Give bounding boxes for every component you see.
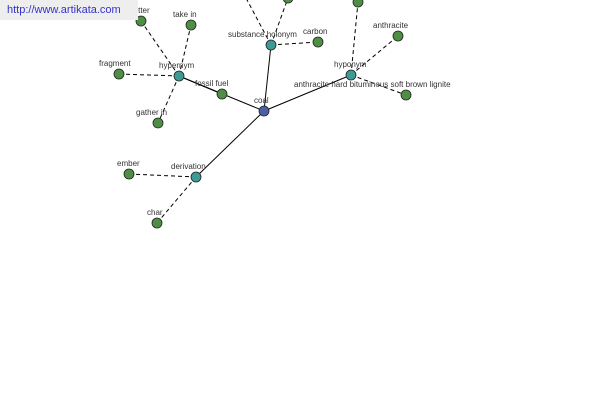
labels-layer: coal hypernym substance holonym hyponym deri… xyxy=(99,6,451,217)
node-hyponym[interactable] xyxy=(345,69,357,81)
label-carbon[interactable]: carbon xyxy=(303,27,327,36)
edge-coal-hyponym xyxy=(263,74,352,112)
site-url-banner[interactable]: http://www.artikata.com xyxy=(0,0,138,20)
label-gather-in[interactable]: gather in xyxy=(136,108,167,117)
edges-layer xyxy=(118,0,407,224)
node-char[interactable] xyxy=(151,217,163,229)
node-anthracite-group[interactable] xyxy=(400,89,412,101)
edge-coal-derivation xyxy=(195,110,265,178)
node-take-in[interactable] xyxy=(185,19,197,31)
node-derivation[interactable] xyxy=(190,171,202,183)
label-hypernym[interactable]: hypernym xyxy=(159,61,194,70)
edge-derivation-char xyxy=(156,176,197,224)
edge-coal-substance-holonym xyxy=(263,44,272,112)
node-coal[interactable] xyxy=(258,105,270,117)
edge-substance-holonym-top-node-1 xyxy=(270,0,288,46)
node-carbon[interactable] xyxy=(312,36,324,48)
nodes-layer xyxy=(113,0,412,229)
label-matter[interactable]: matter xyxy=(127,6,150,15)
node-ember[interactable] xyxy=(123,168,135,180)
node-substance-holonym[interactable] xyxy=(265,39,277,51)
edge-hypernym-gather-in xyxy=(157,75,180,124)
node-fragment[interactable] xyxy=(113,68,125,80)
label-anthracite-group[interactable]: anthracite hard bituminous soft brown li… xyxy=(294,80,451,89)
label-derivation[interactable]: derivation xyxy=(171,162,206,171)
edge-substance-holonym-carbon xyxy=(270,41,319,46)
edge-derivation-ember xyxy=(128,173,197,178)
node-fossil-fuel[interactable] xyxy=(216,88,228,100)
edge-hyponym-top-node-2 xyxy=(350,1,359,76)
label-char[interactable]: char xyxy=(147,208,163,217)
label-anthracite[interactable]: anthracite xyxy=(373,21,409,30)
edge-offscreen-0 xyxy=(246,0,272,46)
edge-hypernym-take-in xyxy=(178,24,192,77)
label-fragment[interactable]: fragment xyxy=(99,59,131,68)
label-take-in[interactable]: take in xyxy=(173,10,197,19)
node-top-node-1[interactable] xyxy=(282,0,294,4)
label-hyponym[interactable]: hyponym xyxy=(334,60,367,69)
edge-hypernym-fragment xyxy=(118,73,180,77)
node-hypernym[interactable] xyxy=(173,70,185,82)
label-substance-holonym[interactable]: substance holonym xyxy=(228,30,297,39)
edge-hypernym-fossil-fuel xyxy=(178,75,223,95)
edge-hyponym-anthracite-group xyxy=(350,74,407,96)
node-matter[interactable] xyxy=(135,15,147,27)
node-gather-in[interactable] xyxy=(152,117,164,129)
label-fossil-fuel[interactable]: fossil fuel xyxy=(195,79,229,88)
label-ember[interactable]: ember xyxy=(117,159,140,168)
node-top-node-2[interactable] xyxy=(352,0,364,8)
label-coal[interactable]: coal xyxy=(254,96,269,105)
edge-hyponym-anthracite xyxy=(350,35,399,76)
node-anthracite[interactable] xyxy=(392,30,404,42)
